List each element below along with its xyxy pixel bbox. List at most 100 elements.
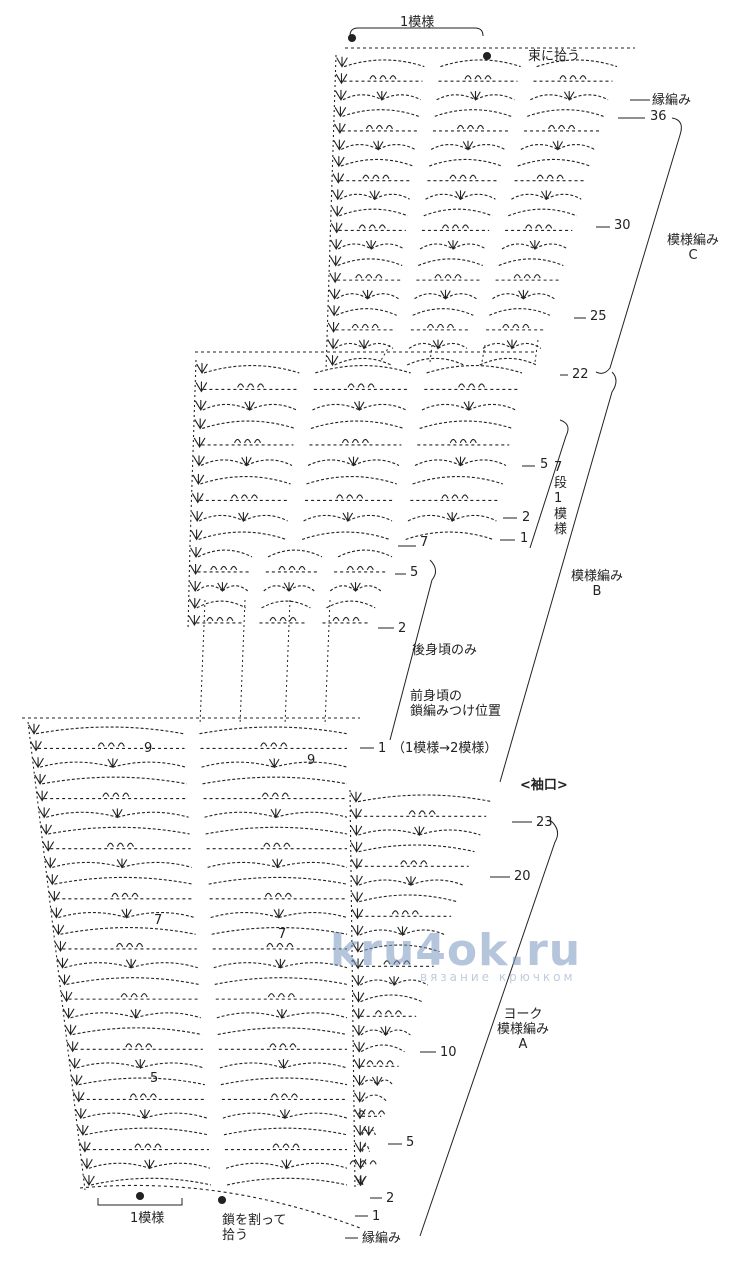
chain-arc	[220, 1077, 348, 1086]
picot-stitch	[244, 438, 252, 444]
fan-stitch	[351, 891, 364, 903]
picot-stitch	[451, 224, 460, 229]
fan-stitch	[353, 1058, 366, 1070]
picot-stitch	[365, 274, 373, 279]
picot-stitch	[365, 124, 373, 130]
pattern-c-letter: C	[688, 247, 698, 263]
row-23-label: 23	[536, 815, 553, 830]
picot-stitch	[144, 1143, 152, 1148]
fan-stitch	[350, 825, 363, 837]
fan-stitch	[518, 289, 529, 300]
chain-arc	[307, 459, 354, 466]
chain-arc	[126, 912, 195, 919]
chain-arc	[261, 600, 311, 609]
chain-arc	[222, 1112, 286, 1119]
chain-arc	[217, 1027, 348, 1036]
chain-arc	[357, 794, 493, 803]
chain-arc	[306, 476, 397, 485]
picot-stitch	[366, 1060, 374, 1065]
chain-arc	[275, 811, 348, 818]
picot-stitch	[341, 438, 349, 444]
fan-stitch	[64, 1024, 77, 1036]
fan-stitch	[238, 512, 249, 523]
chain-arc	[335, 308, 397, 316]
chain-arc	[72, 1027, 202, 1036]
picot-stitch	[376, 1060, 384, 1065]
chain-arc	[208, 876, 348, 885]
fan-stitch	[405, 876, 417, 887]
picot-stitch	[459, 174, 467, 179]
fan-stitch	[350, 808, 363, 820]
fan-stitch	[125, 958, 137, 969]
mid-row-5b: 5	[410, 565, 419, 580]
fan-stitch	[56, 957, 69, 969]
picot-stitch	[456, 124, 465, 130]
chain-arc	[214, 977, 348, 985]
picot-stitch	[548, 124, 556, 130]
picot-stitch	[394, 1010, 402, 1015]
chain-arc	[489, 308, 551, 316]
chain-arc	[337, 243, 372, 250]
fan-stitch	[217, 582, 228, 592]
seven-rows-label: 7段1模様	[554, 460, 568, 538]
picot-stitch	[349, 1160, 357, 1165]
chain-arc	[520, 143, 559, 150]
picot-stitch	[126, 942, 134, 948]
chain-arc	[130, 962, 198, 969]
picot-stitch	[264, 892, 272, 898]
chain-arc	[343, 59, 425, 68]
fan-stitch	[352, 958, 364, 970]
chain-arc	[42, 776, 187, 785]
picot-stitch	[277, 993, 285, 998]
picot-stitch	[289, 1043, 297, 1048]
fan-stitch	[144, 1159, 155, 1170]
picot-stitch	[273, 842, 281, 847]
chain-arc	[197, 549, 253, 558]
fan-stitch	[44, 857, 57, 869]
picot-stitch	[403, 960, 411, 965]
fan-stitch	[380, 1026, 391, 1037]
chain-arc	[405, 531, 494, 540]
fan-stitch	[135, 1059, 146, 1070]
fan-stitch	[363, 1126, 375, 1137]
split-note-line1: 鎖を割って	[222, 1213, 287, 1228]
picot-stitch	[234, 438, 242, 444]
picot-stitch	[140, 993, 148, 998]
fan-stitch	[189, 581, 202, 592]
fan-stitch	[60, 991, 73, 1003]
chain-arc	[58, 912, 127, 919]
chain-arc	[460, 459, 507, 466]
fan-stitch	[62, 1007, 75, 1019]
picot-stitch	[368, 224, 376, 229]
picot-stitch	[389, 75, 397, 80]
picot-stitch	[464, 75, 472, 80]
chain-arc	[440, 59, 521, 68]
picot-stitch	[369, 75, 377, 80]
picot-stitch	[468, 383, 476, 388]
chain-arc	[460, 193, 496, 200]
fan-stitch	[283, 582, 295, 592]
fan-stitch	[194, 418, 207, 430]
row-36-label: 36	[650, 109, 667, 124]
fan-stitch	[541, 190, 552, 201]
chain-arc	[135, 1012, 201, 1019]
picot-stitch	[336, 494, 344, 499]
connector-line	[429, 344, 433, 363]
chain-arc	[117, 811, 189, 818]
mid-row-2a: 2	[522, 510, 531, 525]
bottom-repeat-brace	[97, 1198, 183, 1206]
chain-arc	[412, 476, 503, 485]
chain-arc	[437, 342, 468, 349]
inner-7b: 7	[278, 927, 287, 942]
fan-stitch	[192, 474, 205, 486]
row-20-label: 20	[514, 869, 531, 884]
chain-arc	[355, 585, 382, 592]
yoke-line2: 模様編み	[496, 1021, 549, 1037]
picot-stitch	[385, 124, 393, 130]
picot-stitch	[351, 438, 359, 444]
picot-stitch	[279, 616, 287, 622]
fan-stitch	[58, 974, 71, 986]
fan-stitch	[432, 339, 444, 350]
chain-arc	[35, 726, 184, 735]
picot-stitch	[436, 323, 445, 329]
